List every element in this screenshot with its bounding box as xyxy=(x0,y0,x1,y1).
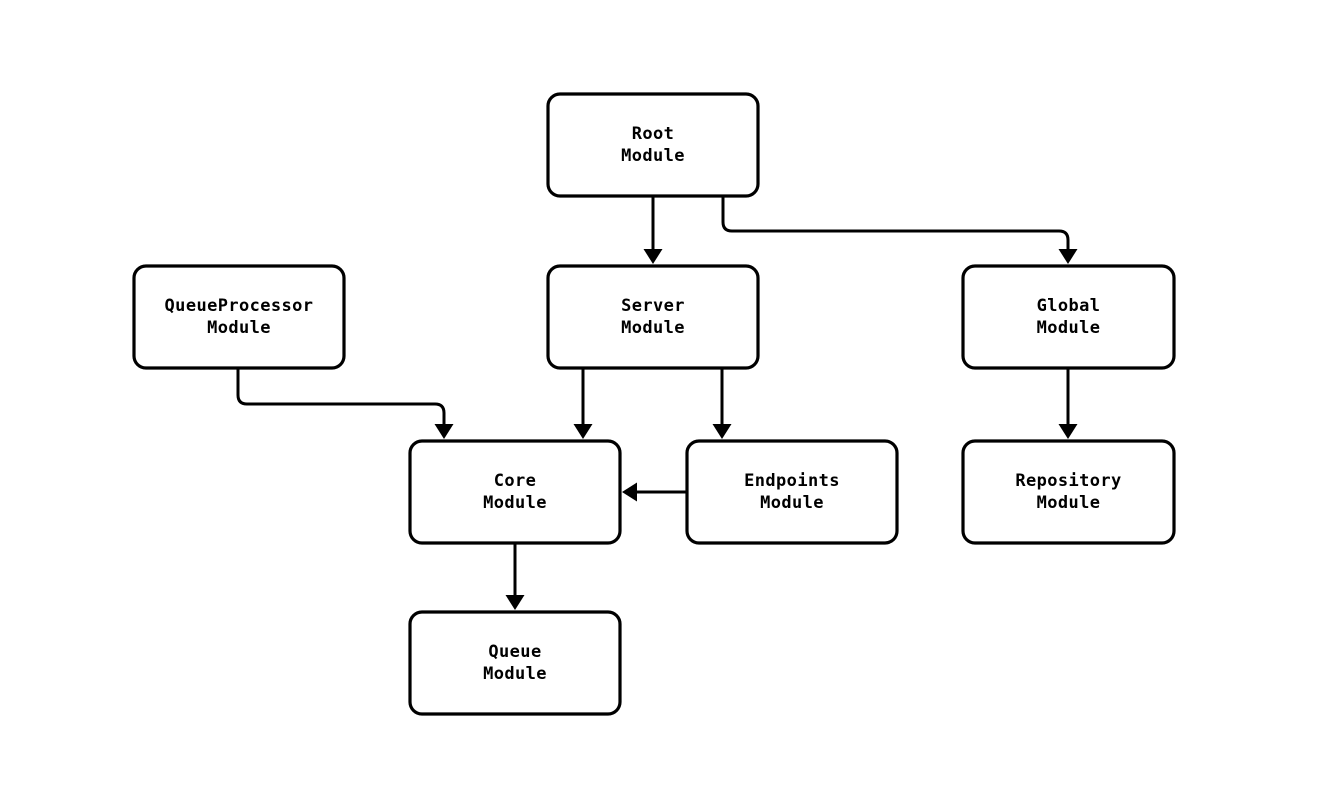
endpoints-module-node-label-line2: Module xyxy=(760,493,824,513)
core-module-node-box[interactable] xyxy=(408,439,622,545)
edge-root-to-server xyxy=(643,196,663,264)
global-module-node-label-line1: Global xyxy=(1037,296,1101,316)
queue-module-node-label-line1: Queue xyxy=(488,642,541,662)
nodes-layer: RootModuleQueueProcessorModuleServerModu… xyxy=(132,92,1176,716)
edge-server-to-core xyxy=(573,368,593,439)
core-module-node-label-line2: Module xyxy=(483,493,547,513)
edge-global-to-repository xyxy=(1058,368,1078,439)
endpoints-module-node-box[interactable] xyxy=(685,439,899,545)
edge-root-to-server-arrowhead xyxy=(643,249,663,264)
root-module-node-box[interactable] xyxy=(546,92,760,198)
edge-endpoints-to-core-arrowhead xyxy=(622,482,637,502)
queue-module-node-label-line2: Module xyxy=(483,664,547,684)
edge-core-to-queue-arrowhead xyxy=(505,595,525,610)
endpoints-module-node-label-line1: Endpoints xyxy=(744,471,840,491)
repository-module-node-box[interactable] xyxy=(961,439,1176,545)
queueprocessor-module-node-label-line1: QueueProcessor xyxy=(165,296,314,316)
repository-module-node-label-line2: Module xyxy=(1037,493,1101,513)
edge-root-to-global xyxy=(721,196,1078,264)
edge-server-to-endpoints-arrowhead xyxy=(712,424,732,439)
root-module-node-label-line2: Module xyxy=(621,146,685,166)
server-module-node-box[interactable] xyxy=(546,264,760,370)
edge-queueprocessor-to-core-arrowhead xyxy=(434,424,454,439)
edge-global-to-repository-arrowhead xyxy=(1058,424,1078,439)
queueprocessor-module-node-label-line2: Module xyxy=(207,318,271,338)
edge-root-to-global-line xyxy=(721,196,1070,256)
root-module-node-label-line1: Root xyxy=(632,124,675,144)
edge-queueprocessor-to-core-line xyxy=(236,368,446,431)
core-module-node-label-line1: Core xyxy=(494,471,537,491)
queue-module-node-box[interactable] xyxy=(408,610,622,716)
edge-server-to-endpoints xyxy=(712,368,732,439)
edges-layer xyxy=(236,196,1078,610)
edge-core-to-queue xyxy=(505,543,525,610)
edge-root-to-global-arrowhead xyxy=(1058,249,1078,264)
server-module-node-label-line2: Module xyxy=(621,318,685,338)
repository-module-node-label-line1: Repository xyxy=(1015,471,1121,491)
edge-endpoints-to-core xyxy=(622,482,687,502)
edge-server-to-core-arrowhead xyxy=(573,424,593,439)
edge-queueprocessor-to-core xyxy=(236,368,454,439)
queueprocessor-module-node-box[interactable] xyxy=(132,264,346,370)
global-module-node-box[interactable] xyxy=(961,264,1176,370)
server-module-node-label-line1: Server xyxy=(621,296,685,316)
global-module-node-label-line2: Module xyxy=(1037,318,1101,338)
